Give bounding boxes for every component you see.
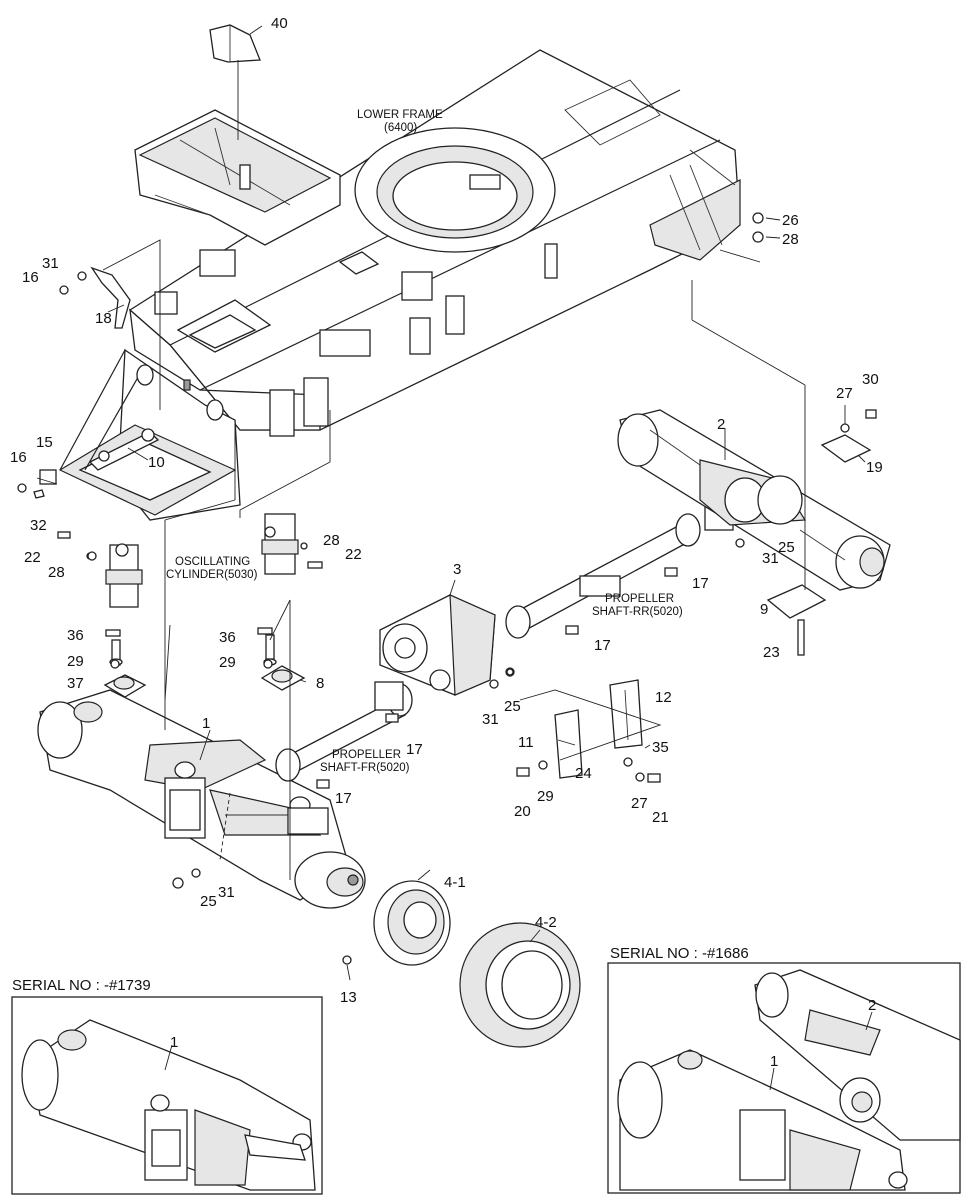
callout-27: 27: [836, 385, 853, 402]
mount-8: [260, 634, 306, 691]
callout-29b: 29: [219, 654, 236, 671]
callout-27b: 27: [631, 795, 648, 812]
callout-21: 21: [652, 809, 669, 826]
callout-20: 20: [514, 803, 531, 820]
callout-22: 22: [345, 546, 362, 563]
callout-29: 29: [67, 653, 84, 670]
callout-30: 30: [862, 371, 879, 388]
callout-4-1: 4-1: [444, 874, 466, 891]
callout-28c: 28: [48, 564, 65, 581]
callout-24: 24: [575, 765, 592, 782]
callout-15: 15: [36, 434, 53, 451]
caption-prop-fr-2: SHAFT-FR(5020): [320, 762, 410, 774]
callout-1: 1: [202, 715, 210, 732]
oscillating-cylinder-lower: [86, 543, 143, 608]
callout-31: 31: [42, 255, 59, 272]
lever-18: [59, 239, 161, 410]
callout-23: 23: [763, 644, 780, 661]
callout-17c: 17: [406, 741, 423, 758]
callout-11: 11: [518, 734, 534, 751]
callout-18: 18: [95, 310, 112, 327]
callout-40: 40: [271, 15, 288, 32]
callout-4-2: 4-2: [535, 914, 557, 931]
propeller-shaft-front: [275, 681, 413, 782]
inset-left: SERIAL NO : -#1739 1: [11, 977, 323, 1195]
propeller-shaft-rear: [505, 499, 734, 639]
callout-25c: 25: [200, 893, 217, 910]
callout-32: 32: [30, 517, 47, 534]
lock-cylinder-10: [17, 428, 160, 499]
callout-25: 25: [778, 539, 795, 556]
callout-31d: 31: [218, 884, 235, 901]
caption-prop-rr-2: SHAFT-RR(5020): [592, 606, 683, 618]
callout-2: 2: [717, 416, 725, 433]
callout-25b: 25: [504, 698, 521, 715]
callout-36b: 36: [219, 629, 236, 646]
caption-oscillating-code: CYLINDER(5030): [166, 569, 258, 581]
caption-lower-frame-code: (6400): [384, 122, 417, 134]
callout-29c: 29: [537, 788, 554, 805]
caption-prop-fr-1: PROPELLER: [332, 749, 401, 761]
fasteners: [57, 212, 877, 965]
callout-17a: 17: [692, 575, 709, 592]
plate-9: [766, 584, 827, 656]
tire-4-2: [459, 922, 581, 1048]
caption-lower-frame: LOWER FRAME: [357, 109, 443, 121]
callout-13: 13: [340, 989, 357, 1006]
transmission-3: [379, 594, 496, 696]
callout-16b: 16: [10, 449, 27, 466]
inset-left-serial: SERIAL NO : -#1739: [12, 977, 151, 994]
inset-right-callout-2: 2: [868, 997, 876, 1014]
bracket-40: [134, 24, 341, 246]
callout-28: 28: [782, 231, 799, 248]
caption-prop-rr-1: PROPELLER: [605, 593, 674, 605]
inset-right-serial: SERIAL NO : -#1686: [610, 945, 749, 962]
callout-8: 8: [316, 675, 324, 692]
callout-22b: 22: [24, 549, 41, 566]
swing-ring: [354, 127, 556, 253]
callout-3: 3: [453, 561, 461, 578]
callout-28b: 28: [323, 532, 340, 549]
caption-oscillating: OSCILLATING: [175, 556, 250, 568]
wheel-rim-4-1: [373, 880, 451, 966]
oscillating-cylinder-upper: [239, 410, 331, 575]
inset-right: SERIAL NO : -#1686 2 1: [607, 945, 961, 1194]
bracket-11: [519, 689, 662, 779]
leader-lines: [36, 25, 866, 981]
callout-10: 10: [148, 454, 165, 471]
callout-labels: 40 26 28 31 16 18 27 30 2 19 16 15 10 32…: [10, 15, 883, 1006]
callout-16: 16: [22, 269, 39, 286]
inset-right-callout-1: 1: [770, 1053, 778, 1070]
front-axle-1: [37, 689, 366, 909]
callout-26: 26: [782, 212, 799, 229]
mount-37: [103, 639, 147, 698]
callout-9: 9: [760, 601, 768, 618]
callout-17b: 17: [594, 637, 611, 654]
rear-axle-2: [617, 409, 891, 591]
callout-36: 36: [67, 627, 84, 644]
callout-35: 35: [652, 739, 669, 756]
callout-17d: 17: [335, 790, 352, 807]
captions: LOWER FRAME (6400) OSCILLATING CYLINDER(…: [166, 109, 683, 774]
callout-12: 12: [655, 689, 672, 706]
inset-left-callout-1: 1: [170, 1034, 178, 1051]
callout-19: 19: [866, 459, 883, 476]
callout-31c: 31: [482, 711, 499, 728]
callout-37: 37: [67, 675, 84, 692]
callout-31b: 31: [762, 550, 779, 567]
plate-19: [820, 434, 872, 463]
